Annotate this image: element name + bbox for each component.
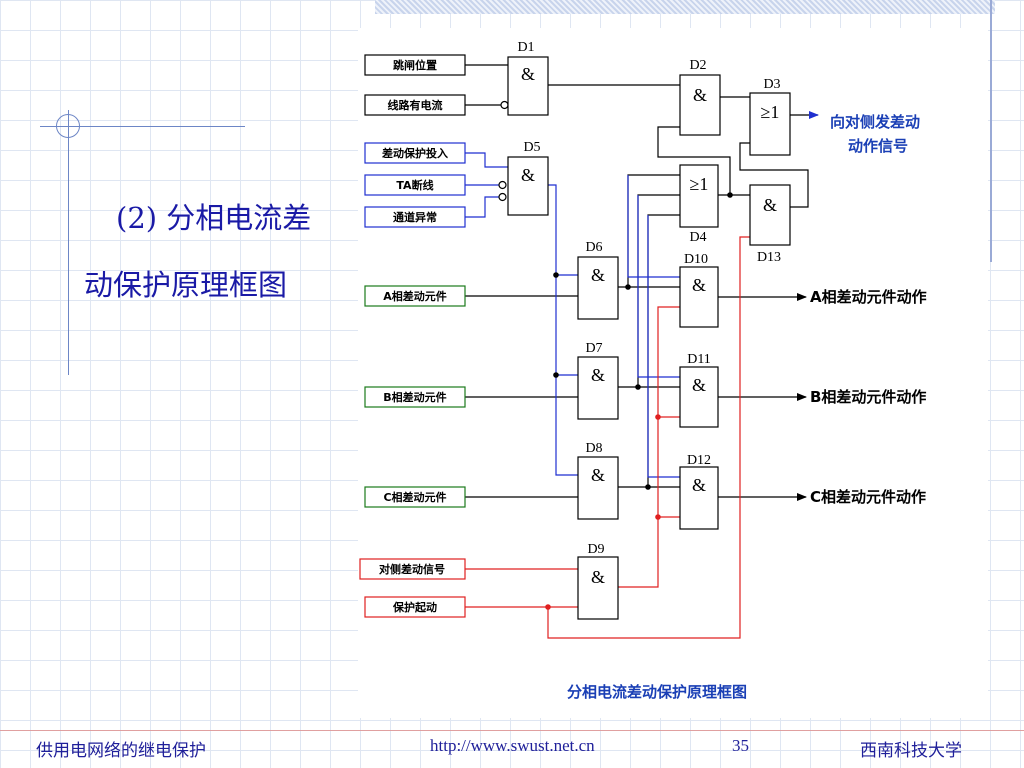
gate-d6: & D6 [577, 240, 619, 320]
slide-title-line2: 动保护原理框图 [84, 268, 288, 302]
diagram-caption: 分相电流差动保护原理框图 [567, 683, 747, 701]
decor-vertical-line [68, 110, 69, 375]
gate-d4-name: D4 [689, 230, 706, 245]
gate-d10: & D10 [679, 252, 719, 328]
output-remote-send-line2: 动作信号 [848, 137, 908, 155]
output-c-trip: C相差动元件动作 [810, 488, 926, 506]
blue-wires [465, 152, 680, 478]
gate-d8: & D8 [577, 441, 619, 520]
gate-d1: & D1 [507, 40, 549, 116]
label-line-current: 线路有电流 [388, 98, 443, 112]
footer-course: 供用电网络的继电保护 [36, 741, 206, 760]
gate-d1-name: D1 [517, 40, 534, 55]
label-c-element: C相差动元件 [383, 490, 446, 504]
outputs: 向对侧发差动 动作信号 A相差动元件动作 B相差动元件动作 C相差动元件动作 分… [567, 113, 927, 701]
input-boxes: 跳闸位置 线路有电流 差动保护投入 TA断线 通道异常 A相差动元件 B相差动元… [359, 54, 466, 618]
gate-d2: & D2 [679, 58, 721, 136]
gate-d7-symbol: & [591, 365, 605, 385]
label-diff-enable: 差动保护投入 [382, 146, 448, 160]
junction-dots [545, 192, 733, 610]
gate-d8-name: D8 [585, 441, 602, 456]
right-decor-line [990, 0, 992, 262]
label-protection-start: 保护起动 [392, 600, 437, 614]
gate-d3: ≥1 D3 [749, 77, 791, 156]
gate-d12-name: D12 [687, 453, 711, 468]
label-a-element: A相差动元件 [383, 289, 447, 303]
gate-d9-name: D9 [587, 542, 604, 557]
gate-d5-name: D5 [523, 140, 540, 155]
output-b-trip: B相差动元件动作 [810, 388, 926, 406]
gate-d10-symbol: & [692, 275, 706, 295]
output-remote-send-line1: 向对侧发差动 [830, 113, 920, 131]
top-decor-band [375, 0, 995, 14]
gate-d5: & D5 [507, 140, 549, 216]
gate-d8-symbol: & [591, 465, 605, 485]
gate-d13: & D13 [749, 184, 791, 265]
gate-d2-symbol: & [693, 85, 707, 105]
gate-d9-symbol: & [591, 567, 605, 587]
footer-school: 西南科技大学 [860, 741, 962, 760]
logic-diagram: 跳闸位置 线路有电流 差动保护投入 TA断线 通道异常 A相差动元件 B相差动元… [359, 40, 927, 701]
gate-d7-name: D7 [585, 341, 602, 356]
output-a-trip: A相差动元件动作 [810, 288, 927, 306]
footer-url[interactable]: http://www.swust.net.cn [430, 736, 595, 755]
label-b-element: B相差动元件 [383, 390, 446, 404]
gate-d11: & D11 [679, 352, 719, 428]
gate-d1-symbol: & [521, 64, 535, 84]
label-channel-fault: 通道异常 [393, 210, 437, 224]
gate-d10-name: D10 [684, 252, 708, 267]
gate-d2-name: D2 [689, 58, 706, 73]
label-trip-position: 跳闸位置 [393, 58, 437, 72]
gate-d11-name: D11 [687, 352, 711, 367]
gate-d5-symbol: & [521, 165, 535, 185]
gate-d12-symbol: & [692, 475, 706, 495]
footer-divider [0, 730, 1024, 731]
gate-d13-name: D13 [757, 250, 781, 265]
label-remote-signal: 对侧差动信号 [379, 562, 445, 576]
gate-d6-symbol: & [591, 265, 605, 285]
gate-d4-symbol: ≥1 [690, 174, 709, 194]
gate-d9: & D9 [577, 542, 619, 620]
gate-d12: & D12 [679, 453, 719, 530]
gate-d4: ≥1 D4 [679, 164, 719, 245]
gate-d11-symbol: & [692, 375, 706, 395]
gate-d7: & D7 [577, 341, 619, 420]
red-wires [465, 236, 750, 639]
gate-d6-name: D6 [585, 240, 602, 255]
decor-horizontal-line [40, 126, 245, 127]
inversion-bubbles [498, 100, 509, 202]
label-ta-break: TA断线 [396, 178, 433, 192]
decor-circle [56, 114, 80, 138]
gate-d3-name: D3 [763, 77, 780, 92]
gates: & D1 & D2 ≥1 D3 ≥1 D4 & D5 [507, 40, 791, 620]
footer-page-number: 35 [732, 736, 749, 755]
gate-d13-symbol: & [763, 195, 777, 215]
gate-d3-symbol: ≥1 [761, 102, 780, 122]
slide-title-line1: (2) 分相电流差 [116, 201, 312, 235]
